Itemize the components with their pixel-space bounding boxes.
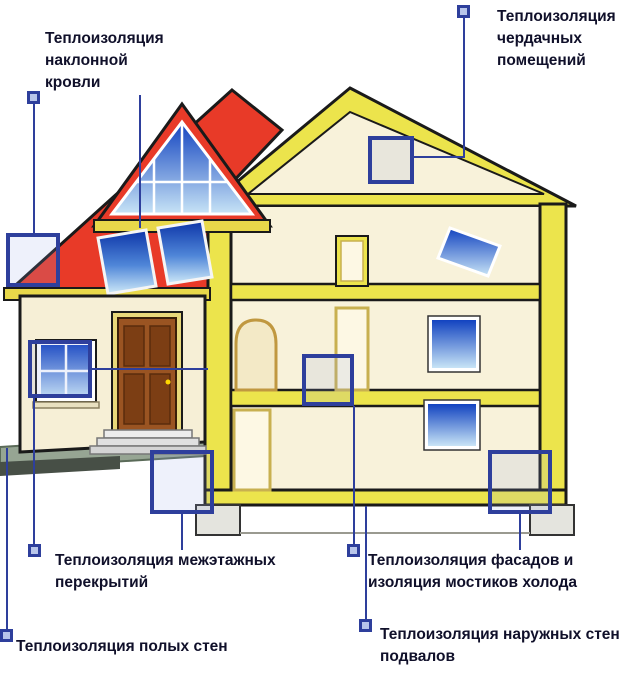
connector-roof-a bbox=[139, 95, 141, 228]
callout-marker-facade bbox=[347, 544, 360, 557]
skylight-left bbox=[96, 228, 158, 296]
label-line: Теплоизоляция bbox=[497, 8, 616, 25]
ground-floor-slab bbox=[203, 488, 568, 507]
skylight-windows bbox=[96, 219, 214, 296]
connector-attic-v bbox=[463, 17, 465, 158]
connector-hollow-wall bbox=[6, 448, 8, 630]
callout-box-porch bbox=[150, 450, 214, 514]
attic-floor-slab bbox=[229, 282, 542, 302]
connector-cavity-v bbox=[33, 398, 35, 546]
attic-roof-window bbox=[436, 226, 502, 278]
label-line: чердачных bbox=[497, 30, 582, 47]
label-pitched-roof-insulation: Теплоизоляция наклонной кровли bbox=[45, 28, 164, 94]
callout-box-attic bbox=[368, 136, 414, 184]
right-insulated-wall bbox=[538, 202, 568, 506]
connector-facade bbox=[353, 406, 355, 545]
interfloor-slab bbox=[229, 388, 542, 408]
first-floor-door bbox=[232, 408, 272, 492]
label-line: Теплоизоляция фасадов и bbox=[368, 552, 574, 569]
interior-details bbox=[232, 226, 502, 492]
callout-marker-cavity bbox=[0, 629, 13, 642]
callout-marker-attic bbox=[457, 5, 470, 18]
callout-box-basement bbox=[488, 450, 552, 514]
second-floor-window bbox=[432, 320, 476, 368]
label-line: изоляция мостиков холода bbox=[368, 574, 578, 591]
label-cavity-wall-insulation: Теплоизоляция полых стен bbox=[16, 636, 228, 658]
callout-box-interfloor bbox=[302, 354, 354, 406]
attic-interior bbox=[245, 110, 545, 195]
label-interfloor-insulation: Теплоизоляция межэтажных перекрытий bbox=[55, 550, 276, 594]
label-line: перекрытий bbox=[55, 574, 149, 591]
callout-box-cavity-wall bbox=[28, 340, 92, 398]
connector-basement bbox=[365, 506, 367, 620]
label-line: Теплоизоляция межэтажных bbox=[55, 552, 276, 569]
arch-niche bbox=[234, 318, 278, 392]
label-line: подвалов bbox=[380, 648, 456, 665]
connector-interfloor bbox=[181, 514, 183, 550]
label-line: наклонной bbox=[45, 52, 128, 69]
connector-attic-h bbox=[414, 156, 464, 158]
callout-marker-basement bbox=[359, 619, 372, 632]
left-facade bbox=[18, 294, 207, 455]
first-floor-window bbox=[428, 404, 476, 446]
label-line: Теплоизоляция наружных стен bbox=[380, 626, 620, 643]
connector-facade-b bbox=[519, 514, 521, 550]
label-attic-insulation: Теплоизоляция чердачных помещений bbox=[497, 6, 616, 72]
connector-roof-b bbox=[33, 104, 35, 233]
label-line: Теплоизоляция bbox=[45, 30, 164, 47]
label-line: Теплоизоляция полых стен bbox=[16, 638, 228, 655]
callout-marker-roof bbox=[27, 91, 40, 104]
label-basement-wall-insulation: Теплоизоляция наружных стен подвалов bbox=[380, 624, 620, 668]
dormer bbox=[91, 101, 273, 233]
label-line: кровли bbox=[45, 74, 101, 91]
label-line: помещений bbox=[497, 52, 586, 69]
label-facade-insulation: Теплоизоляция фасадов и изоляция мостико… bbox=[368, 550, 577, 594]
callout-marker-interfloor bbox=[28, 544, 41, 557]
skylight-right bbox=[156, 219, 214, 286]
connector-cavity-h bbox=[92, 368, 208, 370]
entrance-steps bbox=[89, 429, 207, 455]
callout-box-roof bbox=[6, 233, 60, 287]
